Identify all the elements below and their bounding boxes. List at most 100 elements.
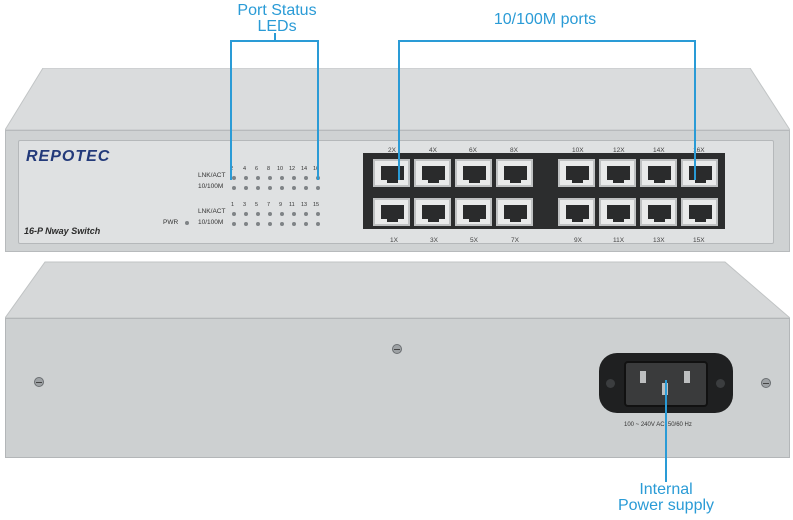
rj45-jack (504, 205, 527, 219)
rj45-jack (504, 166, 527, 180)
status-led-speed-even-2 (244, 186, 248, 190)
rj45-jack (422, 205, 445, 219)
front-unit-top (5, 68, 790, 131)
rj45-notch (469, 217, 480, 222)
led-label-speed-top: 10/100M (198, 183, 224, 190)
rj45-notch (469, 178, 480, 183)
led-callout-label: Port Status LEDs (222, 3, 332, 35)
status-led-speed-odd-2 (244, 222, 248, 226)
status-led-lnk-act-odd-6 (292, 212, 296, 216)
port-label-3x: 3X (430, 237, 438, 244)
power-callout-line2: Power supply (617, 497, 715, 514)
status-led-lnk-act-odd-5 (280, 212, 284, 216)
port-label-7x: 7X (511, 237, 519, 244)
rj45-port-1x[interactable] (373, 198, 410, 226)
back-screw-left (34, 377, 44, 387)
status-led-lnk-act-odd-7 (304, 212, 308, 216)
led-number-12: 12 (289, 166, 296, 172)
rj45-notch (695, 217, 706, 222)
status-led-lnk-act-even-7 (304, 176, 308, 180)
port-label-14x: 14X (653, 147, 665, 154)
brand-logo: REPOTEC (26, 148, 111, 165)
rj45-notch (387, 178, 398, 183)
ports-callout-bracket-right (694, 40, 696, 180)
led-number-13: 13 (301, 202, 308, 208)
rj45-port-7x[interactable] (496, 198, 533, 226)
rj45-port-10x[interactable] (558, 159, 595, 187)
rj45-port-2x[interactable] (373, 159, 410, 187)
led-number-3: 3 (243, 202, 247, 208)
rj45-jack (607, 205, 630, 219)
back-screw-center (392, 344, 402, 354)
status-led-speed-even-4 (268, 186, 272, 190)
rj45-jack (689, 205, 712, 219)
rj45-notch (613, 217, 624, 222)
rj45-jack (648, 205, 671, 219)
power-pin-right (684, 371, 690, 383)
led-label-lnk-act-top: LNK/ACT (198, 172, 226, 179)
rj45-port-13x[interactable] (640, 198, 677, 226)
power-rating-label: 100 ~ 240V AC, 50/60 Hz (624, 422, 692, 428)
rj45-port-9x[interactable] (558, 198, 595, 226)
status-led-speed-odd-4 (268, 222, 272, 226)
status-led-speed-even-5 (280, 186, 284, 190)
port-label-15x: 15X (693, 237, 705, 244)
rj45-jack (463, 205, 486, 219)
led-number-6: 6 (255, 166, 259, 172)
ports-callout-bracket-left (398, 40, 400, 180)
status-led-speed-odd-3 (256, 222, 260, 226)
power-mount-hole-left (606, 379, 615, 388)
status-led-lnk-act-even-2 (244, 176, 248, 180)
led-number-9: 9 (279, 202, 283, 208)
power-pin-left (640, 371, 646, 383)
rj45-notch (510, 178, 521, 183)
rj45-jack (463, 166, 486, 180)
power-callout-line (665, 380, 667, 482)
ports-callout-bracket-top (398, 40, 696, 42)
port-label-16x: 16X (693, 147, 705, 154)
status-led-lnk-act-odd-2 (244, 212, 248, 216)
model-name: 16-P Nway Switch (24, 226, 101, 236)
rj45-port-14x[interactable] (640, 159, 677, 187)
rj45-notch (572, 178, 583, 183)
status-led-lnk-act-odd-3 (256, 212, 260, 216)
rj45-port-4x[interactable] (414, 159, 451, 187)
led-callout-bracket-top (230, 40, 319, 42)
status-led-speed-even-7 (304, 186, 308, 190)
port-label-5x: 5X (470, 237, 478, 244)
port-label-4x: 4X (429, 147, 437, 154)
rj45-jack (607, 166, 630, 180)
status-led-lnk-act-odd-1 (232, 212, 236, 216)
led-callout-stem (274, 33, 276, 41)
rj45-port-5x[interactable] (455, 198, 492, 226)
rj45-notch (510, 217, 521, 222)
back-screw-right (761, 378, 771, 388)
status-led-speed-even-1 (232, 186, 236, 190)
pwr-led (185, 221, 189, 225)
rj45-port-15x[interactable] (681, 198, 718, 226)
rj45-jack (648, 166, 671, 180)
led-number-15: 15 (313, 202, 320, 208)
led-number-14: 14 (301, 166, 308, 172)
rj45-notch (654, 178, 665, 183)
status-led-speed-odd-1 (232, 222, 236, 226)
power-callout-label: Internal Power supply (596, 482, 736, 514)
rj45-port-12x[interactable] (599, 159, 636, 187)
led-number-4: 4 (243, 166, 247, 172)
rj45-port-16x[interactable] (681, 159, 718, 187)
port-label-2x: 2X (388, 147, 396, 154)
led-number-1: 1 (231, 202, 235, 208)
rj45-notch (387, 217, 398, 222)
status-led-lnk-act-even-1 (232, 176, 236, 180)
status-led-speed-even-3 (256, 186, 260, 190)
rj45-port-8x[interactable] (496, 159, 533, 187)
rj45-port-6x[interactable] (455, 159, 492, 187)
status-led-speed-even-6 (292, 186, 296, 190)
status-led-lnk-act-odd-4 (268, 212, 272, 216)
status-led-speed-odd-7 (304, 222, 308, 226)
led-callout-bracket-right (317, 40, 319, 180)
rj45-port-3x[interactable] (414, 198, 451, 226)
port-label-9x: 9X (574, 237, 582, 244)
rj45-port-11x[interactable] (599, 198, 636, 226)
status-led-speed-even-8 (316, 186, 320, 190)
